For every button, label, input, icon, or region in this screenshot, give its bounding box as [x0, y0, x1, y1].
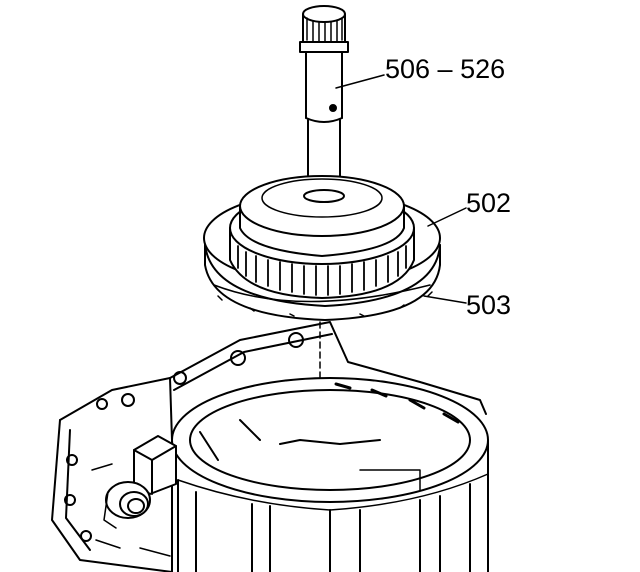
clutch-housing [203, 175, 441, 321]
callout-503: 503 [466, 290, 512, 320]
transmission-case [51, 321, 489, 572]
input-shaft [299, 5, 349, 204]
callout-leader-503 [423, 295, 467, 304]
callout-leader-506-526 [335, 74, 385, 89]
callout-506-526: 506 – 526 [385, 54, 506, 84]
callout-502: 502 [466, 188, 512, 218]
callout-leader-502 [427, 207, 467, 227]
